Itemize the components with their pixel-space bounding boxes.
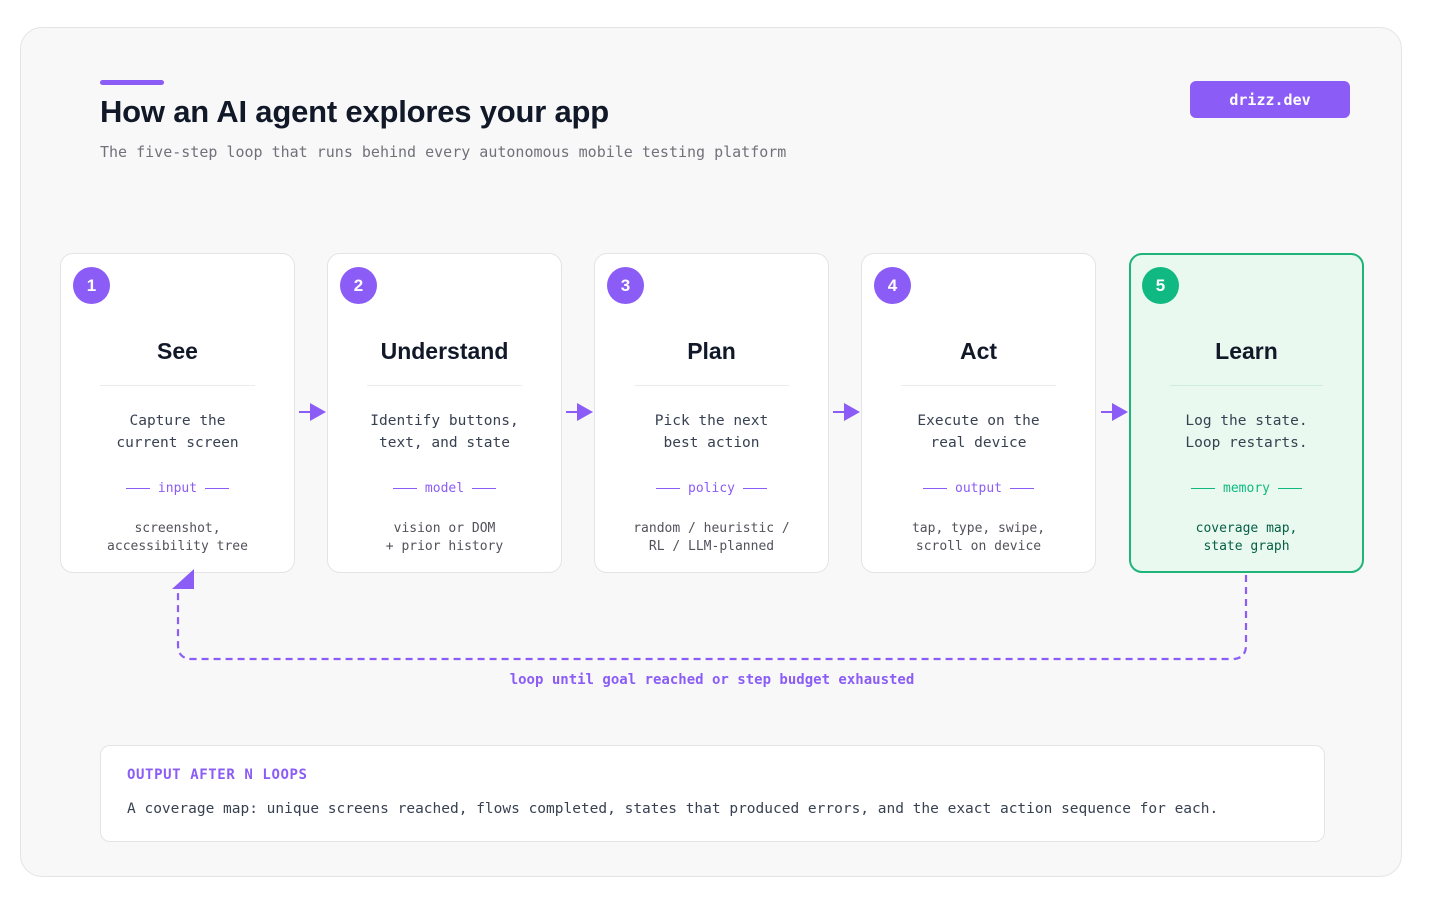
card-divider [901, 385, 1056, 386]
step-card-plan: 3 Plan Pick the next best action policy … [594, 253, 829, 573]
step-detail: tap, type, swipe, scroll on device [862, 520, 1095, 556]
description-line: Execute on the [917, 413, 1040, 429]
description-line: text, and state [379, 435, 510, 451]
step-description: Execute on the real device [862, 410, 1095, 454]
tag-line-left [656, 487, 681, 490]
step-number-badge: 2 [340, 267, 377, 304]
step-number-badge: 4 [874, 267, 911, 304]
detail-line: + prior history [385, 539, 504, 554]
tag-line-right [205, 487, 230, 490]
step-tag: policy [595, 481, 828, 496]
step-title: Plan [687, 338, 736, 364]
step-detail: random / heuristic / RL / LLM-planned [595, 520, 828, 556]
detail-line: state graph [1203, 539, 1290, 554]
step-number-badge: 3 [607, 267, 644, 304]
step-card-act: 4 Act Execute on the real device output … [861, 253, 1096, 573]
tag-label: input [157, 481, 198, 496]
arrow-right-icon [1101, 403, 1128, 421]
output-title: OUTPUT AFTER N LOOPS [127, 767, 308, 783]
step-card-see: 1 See Capture the current screen input s… [60, 253, 295, 573]
step-detail: vision or DOM + prior history [328, 520, 561, 556]
detail-line: tap, type, swipe, [911, 521, 1046, 536]
arrow-right-icon [566, 403, 593, 421]
tag-label: memory [1223, 481, 1270, 496]
description-line: Pick the next [654, 413, 769, 429]
detail-line: vision or DOM [393, 521, 496, 536]
tag-line-right [1009, 487, 1034, 490]
tag-line-right [742, 487, 767, 490]
description-line: Capture the [129, 413, 226, 429]
tag-label: model [424, 481, 465, 496]
output-text: A coverage map: unique screens reached, … [127, 801, 1219, 817]
step-description: Capture the current screen [61, 410, 294, 454]
description-line: real device [930, 435, 1027, 451]
card-divider [367, 385, 522, 386]
card-divider [100, 385, 255, 386]
detail-line: accessibility tree [107, 539, 248, 554]
detail-line: screenshot, [134, 521, 221, 536]
tag-label: policy [688, 481, 735, 496]
step-detail: screenshot, accessibility tree [61, 520, 294, 556]
tag-line-right [472, 487, 497, 490]
brand-badge[interactable]: drizz.dev [1190, 81, 1350, 118]
detail-line: coverage map, [1195, 521, 1298, 536]
step-title: See [157, 338, 198, 364]
step-detail: coverage map, state graph [1131, 520, 1362, 556]
description-line: best action [663, 435, 760, 451]
page-subtitle: The five-step loop that runs behind ever… [100, 143, 787, 161]
step-tag: model [328, 481, 561, 496]
step-number-badge: 1 [73, 267, 110, 304]
arrow-right-icon [299, 403, 326, 421]
step-number-badge: 5 [1142, 267, 1179, 304]
description-line: Log the state. [1185, 413, 1308, 429]
step-card-learn: 5 Learn Log the state. Loop restarts. me… [1129, 253, 1364, 573]
step-tag: input [61, 481, 294, 496]
step-title: Learn [1215, 338, 1278, 364]
detail-line: scroll on device [915, 539, 1042, 554]
arrow-right-icon [833, 403, 860, 421]
step-title: Act [959, 338, 998, 364]
tag-line-left [392, 487, 417, 490]
step-tag: output [862, 481, 1095, 496]
card-divider [634, 385, 789, 386]
description-line: Loop restarts. [1185, 435, 1308, 451]
card-divider [1170, 385, 1323, 386]
detail-line: random / heuristic / [633, 521, 790, 536]
tag-label: output [955, 481, 1002, 496]
output-summary-box: OUTPUT AFTER N LOOPS A coverage map: uni… [100, 745, 1325, 842]
tag-line-right [1277, 487, 1302, 490]
step-description: Pick the next best action [595, 410, 828, 454]
step-description: Log the state. Loop restarts. [1131, 410, 1362, 454]
description-line: Identify buttons, [370, 413, 519, 429]
step-tag: memory [1131, 481, 1362, 496]
loop-label: loop until goal reached or step budget e… [509, 672, 915, 688]
step-title: Understand [380, 338, 509, 364]
title-accent-bar [100, 80, 164, 85]
tag-line-left [1191, 487, 1216, 490]
description-line: current screen [116, 435, 239, 451]
step-card-understand: 2 Understand Identify buttons, text, and… [327, 253, 562, 573]
tag-line-left [125, 487, 150, 490]
step-description: Identify buttons, text, and state [328, 410, 561, 454]
detail-line: RL / LLM-planned [648, 539, 775, 554]
tag-line-left [923, 487, 948, 490]
page-title: How an AI agent explores your app [100, 94, 610, 129]
